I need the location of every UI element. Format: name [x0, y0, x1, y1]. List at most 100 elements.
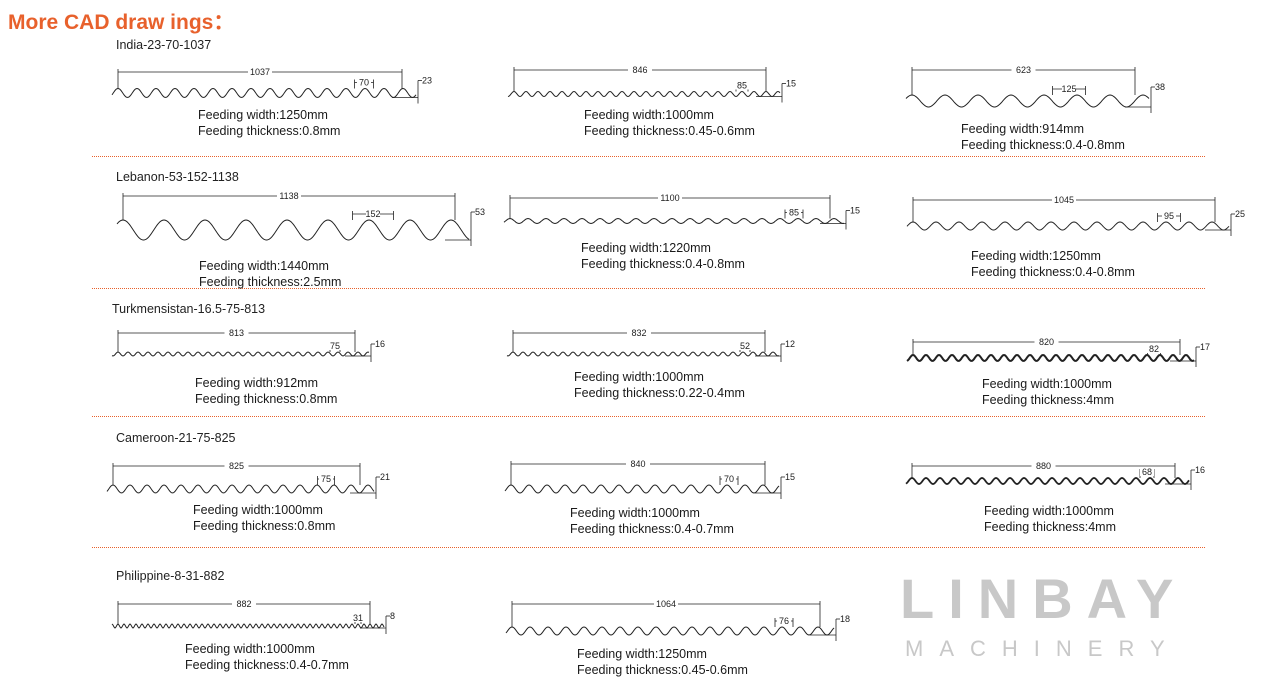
feeding-width: Feeding width:1250mm [971, 249, 1101, 263]
label-bg [1011, 65, 1036, 74]
pitch-value: 85 [737, 81, 747, 91]
width-value: 882 [236, 599, 251, 609]
feeding-thickness: Feeding thickness:0.8mm [195, 392, 338, 406]
feeding-width: Feeding width:1000mm [193, 503, 323, 517]
height-value: 18 [840, 614, 850, 624]
row-label: Philippine-8-31-882 [116, 569, 225, 583]
width-value: 1064 [656, 599, 676, 609]
pitch-value: 52 [740, 341, 750, 351]
feeding-thickness: Feeding thickness:0.4-0.8mm [581, 257, 745, 271]
pitch-value: 70 [724, 474, 734, 484]
profile-wave [906, 353, 1195, 362]
profile-wave [503, 217, 845, 225]
profile-wave [504, 484, 780, 494]
label-bg [735, 80, 749, 90]
row-label: Lebanon-53-152-1138 [116, 170, 239, 184]
profile-wave [505, 626, 835, 636]
height-value: 16 [1195, 465, 1205, 475]
feeding-thickness: Feeding thickness:4mm [982, 393, 1115, 407]
row-divider [92, 416, 1205, 417]
row-divider [92, 547, 1205, 548]
profile-wave [106, 484, 375, 494]
width-value: 846 [632, 65, 647, 75]
feeding-width: Feeding width:1000mm [982, 377, 1112, 391]
pitch-value: 76 [779, 616, 789, 626]
feeding-width: Feeding width:1000mm [574, 370, 704, 384]
width-value: 825 [229, 461, 244, 471]
height-value: 53 [475, 207, 485, 217]
label-bg [351, 613, 365, 622]
feeding-width: Feeding width:1250mm [198, 108, 328, 122]
label-bg [1052, 195, 1076, 204]
label-bg [658, 193, 682, 202]
label-bg [248, 67, 272, 76]
width-value: 1037 [250, 67, 270, 77]
height-value: 21 [380, 472, 390, 482]
label-bg [366, 209, 380, 218]
profile-wave [906, 221, 1230, 231]
height-value: 15 [785, 472, 795, 482]
row-label: Cameroon-21-75-825 [116, 431, 236, 445]
profile-wave [111, 351, 370, 357]
pitch-value: 82 [1149, 344, 1159, 354]
label-bg [627, 328, 651, 337]
height-value: 38 [1155, 82, 1165, 92]
height-value: 17 [1200, 342, 1210, 352]
width-value: 623 [1016, 65, 1031, 75]
height-value: 16 [375, 339, 385, 349]
feeding-width: Feeding width:1220mm [581, 241, 711, 255]
label-bg [328, 341, 342, 350]
feeding-width: Feeding width:912mm [195, 376, 318, 390]
profile-wave [506, 351, 780, 357]
row-label: Turkmensistan-16.5-75-813 [112, 302, 266, 316]
feeding-thickness: Feeding thickness:0.22-0.4mm [574, 386, 745, 400]
label-bg [1062, 84, 1076, 93]
pitch-value: 125 [1061, 84, 1076, 94]
label-bg [1162, 211, 1176, 220]
width-value: 832 [631, 328, 646, 338]
feeding-thickness: Feeding thickness:0.4-0.7mm [570, 522, 734, 536]
height-value: 15 [786, 79, 796, 89]
label-bg [1031, 461, 1056, 470]
feeding-thickness: Feeding thickness:2.5mm [199, 275, 342, 289]
profile-wave [905, 477, 1190, 485]
pitch-value: 70 [359, 78, 369, 88]
profile-wave [116, 219, 470, 241]
label-bg [232, 599, 256, 608]
feeding-width: Feeding width:914mm [961, 122, 1084, 136]
label-bg [277, 191, 301, 200]
pitch-value: 75 [330, 341, 340, 351]
height-value: 12 [785, 339, 795, 349]
pitch-value: 31 [353, 613, 363, 623]
pitch-value: 95 [1164, 211, 1174, 221]
label-bg [777, 616, 791, 625]
row-divider [92, 288, 1205, 289]
profile-wave [905, 94, 1150, 108]
label-bg [738, 341, 752, 350]
row-divider [92, 156, 1205, 157]
feeding-thickness: Feeding thickness:0.4-0.8mm [971, 265, 1135, 279]
profile-wave [507, 90, 781, 98]
feeding-thickness: Feeding thickness:0.45-0.6mm [577, 663, 748, 677]
profile-wave [111, 87, 417, 98]
feeding-width: Feeding width:1000mm [584, 108, 714, 122]
feeding-thickness: Feeding thickness:0.4-0.7mm [185, 658, 349, 672]
pitch-value: 75 [321, 474, 331, 484]
width-value: 820 [1039, 337, 1054, 347]
feeding-width: Feeding width:1000mm [570, 506, 700, 520]
label-bg [1034, 337, 1059, 346]
feeding-width: Feeding width:1000mm [185, 642, 315, 656]
height-value: 8 [390, 611, 395, 621]
width-value: 840 [630, 459, 645, 469]
